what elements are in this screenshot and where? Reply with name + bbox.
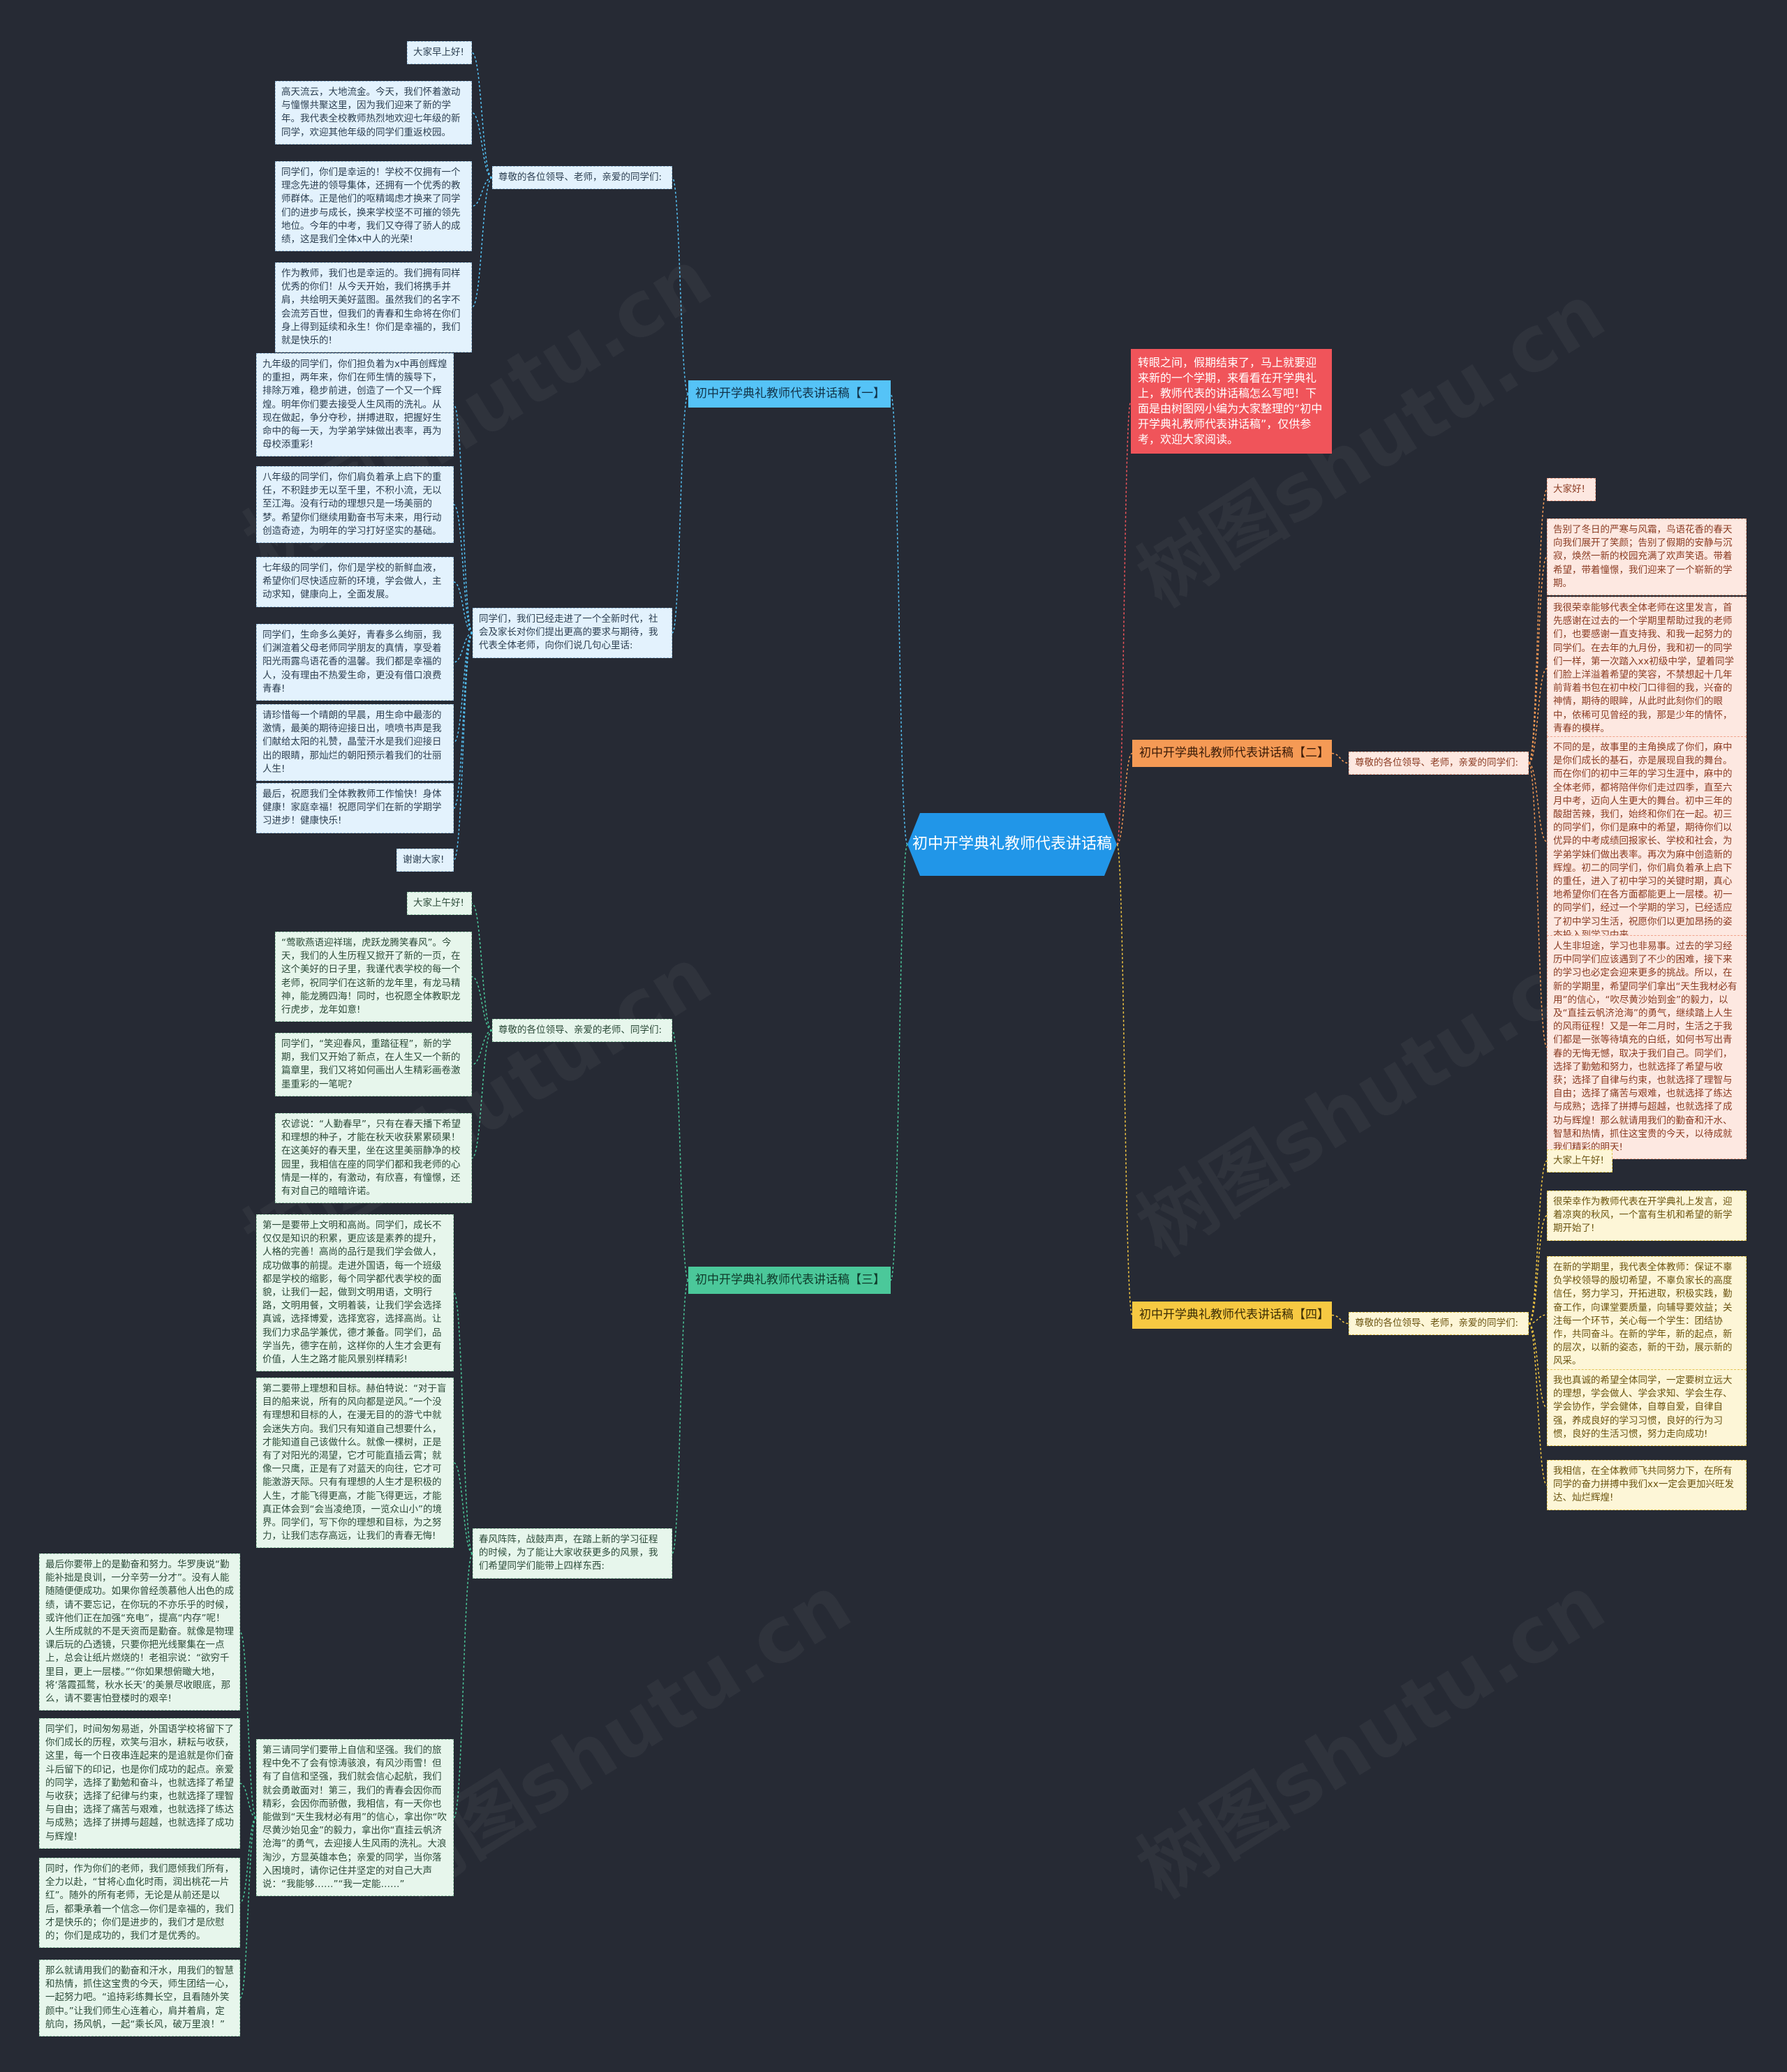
branch-2-text[interactable]: 我很荣幸能够代表全体老师在这里发言，首先感谢在过去的一个学期里帮助过我的老师们，… bbox=[1547, 597, 1747, 741]
connector-line bbox=[1528, 1215, 1548, 1325]
connector-line bbox=[239, 1817, 257, 1904]
connector-line bbox=[453, 1462, 473, 1554]
intro-node[interactable]: 转眼之间，假期结束了，马上就要迎来新的一个学期，来看看在开学典礼上，教师代表的讲… bbox=[1131, 349, 1332, 454]
branch-4-title[interactable]: 初中开学典礼教师代表讲话稿【四】 bbox=[1132, 1302, 1332, 1329]
branch-1-text[interactable]: 同学们，生命多么美好，青春多么绚丽，我们渊渲着父母老师同学朋友的真情，享受着阳光… bbox=[256, 624, 454, 701]
branch-3-text[interactable]: 第三请同学们要带上自信和坚强。我们的旅程中免不了会有惊涛骇浪，有风沙雨雪！但有了… bbox=[256, 1739, 454, 1897]
branch-3-text[interactable]: 同学们，时间匆匆易逝，外国语学校将留下了你们成长的历程，欢笑与泪水，耕耘与收获，… bbox=[39, 1718, 240, 1849]
branch-3-intro-text[interactable]: 春风阵阵，战鼓声声，在踏上新的学习征程的时候，为了能让大家收获更多的风景，我们希… bbox=[473, 1528, 672, 1579]
connector-line bbox=[672, 1279, 689, 1554]
connector-line bbox=[672, 177, 689, 395]
branch-3-text[interactable]: 最后你要带上的是勤奋和努力。华罗庚说“勤能补拙是良训，一分辛劳一分才”。没有人能… bbox=[39, 1553, 240, 1711]
connector-line bbox=[890, 844, 908, 1281]
connector-line bbox=[453, 404, 473, 634]
connector-line bbox=[1331, 752, 1349, 764]
connector-line bbox=[1528, 556, 1548, 764]
branch-1-text[interactable]: 谢谢大家! bbox=[396, 849, 454, 872]
branch-3-text[interactable]: 同学们，“笑迎春风，重踏征程”，新的学期，我们又开始了新点，在人生又一个新的篇章… bbox=[275, 1033, 472, 1096]
connector-line bbox=[672, 1029, 689, 1281]
root-label: 初中开学典礼教师代表讲话稿 bbox=[912, 835, 1112, 853]
connector-line bbox=[471, 976, 493, 1031]
connector-line bbox=[890, 393, 908, 845]
connector-line bbox=[1116, 752, 1133, 845]
branch-1-text[interactable]: 七年级的同学们，你们是学校的新鲜血液，希望你们尽快适应新的环境，学会做人，主动求… bbox=[256, 557, 454, 607]
branch-4-greeting[interactable]: 尊敬的各位领导、老师，亲爱的同学们: bbox=[1349, 1312, 1529, 1336]
branch-1-text[interactable]: 作为教师，我们也是幸运的。我们拥有同样优秀的你们！从今天开始，我们将携手并肩，共… bbox=[275, 262, 472, 353]
connector-line bbox=[1528, 1314, 1548, 1325]
branch-4-text[interactable]: 我也真诚的希望全体同学，一定要树立远大的理想，学会做人、学会求知、学会生存、学会… bbox=[1547, 1369, 1747, 1447]
branch-1-text[interactable]: 同学们，你们是幸运的！学校不仅拥有一个理念先进的领导集体，还拥有一个优秀的教师群… bbox=[275, 161, 472, 252]
branch-3-title[interactable]: 初中开学典礼教师代表讲话稿【三】 bbox=[688, 1267, 891, 1294]
connector-line bbox=[672, 393, 689, 634]
branch-4-text[interactable]: 在新的学期里，我代表全体教师：保证不辜负学校领导的殷切希望，不辜负家长的高度信任… bbox=[1547, 1256, 1747, 1373]
connector-line bbox=[471, 1029, 493, 1066]
branch-1-title[interactable]: 初中开学典礼教师代表讲话稿【一】 bbox=[688, 380, 891, 408]
branch-3-text[interactable]: 同时，作为你们的老师，我们愿倾我们所有，全力以赴，“甘将心血化时雨，润出桃花一片… bbox=[39, 1858, 240, 1948]
branch-2-text[interactable]: 人生非坦途，学习也非易事。过去的学习经历中同学们应该遇到了不少的困难，接下来的学… bbox=[1547, 935, 1747, 1160]
connector-line bbox=[1528, 1322, 1548, 1408]
connector-line bbox=[453, 1553, 473, 1819]
branch-3-text[interactable]: 大家上午好! bbox=[407, 892, 472, 916]
connector-line bbox=[471, 177, 493, 207]
branch-1-text[interactable]: 高天流云，大地流金。今天，我们怀着激动与憧憬共聚这里，因为我们迎来了新的学年。我… bbox=[275, 81, 472, 144]
connector-line bbox=[1528, 762, 1548, 1048]
connector-line bbox=[471, 902, 493, 1031]
branch-2-text[interactable]: 告别了冬日的严寒与风霜，鸟语花香的春天向我们展开了笑颜；告别了假期的安静与沉寂，… bbox=[1547, 519, 1747, 596]
connector-line bbox=[1331, 1314, 1349, 1325]
branch-4-text[interactable]: 大家上午好! bbox=[1547, 1149, 1612, 1173]
connector-line bbox=[471, 177, 493, 308]
connector-line bbox=[1528, 489, 1548, 764]
branch-2-title[interactable]: 初中开学典礼教师代表讲话稿【二】 bbox=[1132, 740, 1332, 767]
connector-line bbox=[239, 1631, 257, 1819]
branch-4-text[interactable]: 很荣幸作为教师代表在开学典礼上发言，迎着凉爽的秋风，一个富有生机和希望的新学期开… bbox=[1547, 1191, 1747, 1241]
connector-line bbox=[1528, 1160, 1548, 1325]
connector-line bbox=[471, 52, 493, 179]
connector-line bbox=[1528, 762, 1548, 842]
connector-line bbox=[239, 1817, 257, 1999]
branch-3-text[interactable]: 第一是要带上文明和高尚。同学们，成长不仅仅是知识的积累，更应该是素养的提升，人格… bbox=[256, 1214, 454, 1372]
branch-3-text[interactable]: “莺歌燕语迎祥瑞，虎跃龙腾笑春风”。今天，我们的人生历程又掀开了新的一页，在这个… bbox=[275, 932, 472, 1022]
connector-line bbox=[1528, 668, 1548, 764]
branch-3-greeting[interactable]: 尊敬的各位领导、亲爱的老师、同学们: bbox=[492, 1019, 672, 1043]
branch-3-text[interactable]: 第二要带上理想和目标。赫伯特说：“对于盲目的船来说，所有的风向都是逆风。”一个没… bbox=[256, 1378, 454, 1549]
connector-line bbox=[471, 112, 493, 179]
branch-4-text[interactable]: 我相信，在全体教师飞共同努力下，在所有同学的奋力拼搏中我们xx一定会更加兴旺发达… bbox=[1547, 1460, 1747, 1510]
branch-2-text[interactable]: 大家好! bbox=[1547, 478, 1596, 502]
branch-2-text[interactable]: 不同的是，故事里的主角换成了你们，麻中是你们成长的基石，亦是展现自我的舞台。而在… bbox=[1547, 736, 1747, 948]
branch-1-greeting[interactable]: 尊敬的各位领导、老师，亲爱的同学们: bbox=[492, 166, 672, 190]
branch-1-text[interactable]: 大家早上好! bbox=[407, 41, 472, 65]
connector-line bbox=[1116, 844, 1133, 1316]
branch-1-intro-text[interactable]: 同学们，我们已经走进了一个全新时代，社会及家长对你们提出更高的要求与期待，我代表… bbox=[473, 608, 672, 658]
branch-1-text[interactable]: 八年级的同学们，你们肩负着承上启下的重任，不积跬步无以至千里，不积小流，无以至江… bbox=[256, 466, 454, 544]
root-node[interactable]: 初中开学典礼教师代表讲话稿 bbox=[907, 813, 1117, 876]
branch-1-text[interactable]: 请珍惜每一个晴朗的早晨，用生命中最澎的激情，最美的期待迎接日出，喷喷书声是我们献… bbox=[256, 704, 454, 782]
connector-line bbox=[453, 1292, 473, 1554]
connector-line bbox=[453, 632, 473, 663]
connector-line bbox=[1528, 1322, 1548, 1486]
connector-line bbox=[453, 632, 473, 861]
connector-line bbox=[453, 632, 473, 743]
connector-line bbox=[1116, 401, 1132, 845]
connector-line bbox=[453, 632, 473, 809]
branch-3-text[interactable]: 农谚说：“人勤春早”，只有在春天播下希望和理想的种子，才能在秋天收获累累硕果！在… bbox=[275, 1113, 472, 1204]
branch-3-text[interactable]: 那么就请用我们的勤奋和汗水，用我们的智慧和热情，抓住这宝贵的今天，师生团结一心，… bbox=[39, 1960, 240, 2037]
branch-1-text[interactable]: 最后，祝愿我们全体教教师工作愉快！身体健康！家庭幸福！祝愿同学们在新的学期学习进… bbox=[256, 783, 454, 833]
branch-1-text[interactable]: 九年级的同学们，你们担负着为x中再创辉煌的重担，两年来，你们在师生情的簇导下，排… bbox=[256, 353, 454, 457]
branch-2-greeting[interactable]: 尊敬的各位领导、老师，亲爱的同学们: bbox=[1349, 752, 1529, 775]
